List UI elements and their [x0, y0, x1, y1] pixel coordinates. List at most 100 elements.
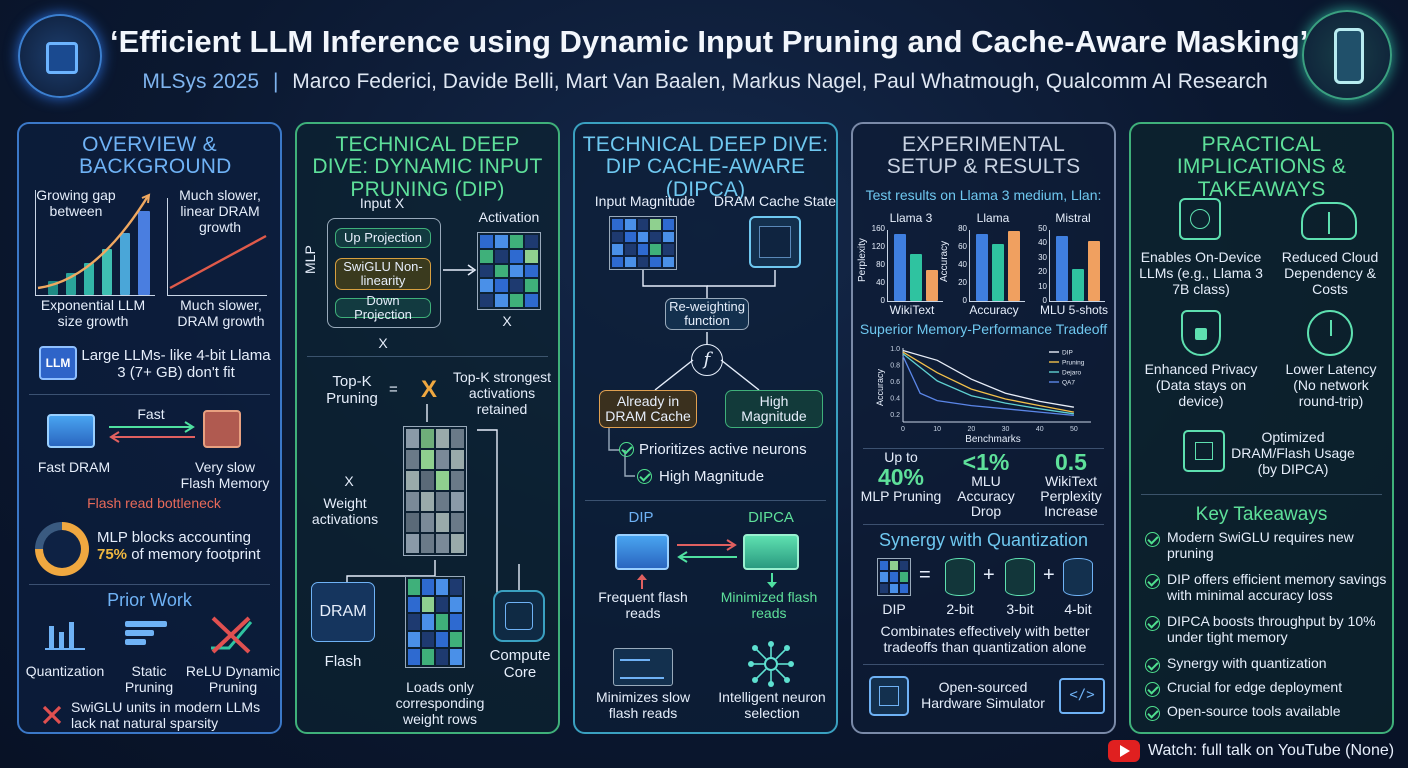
lock-shield-icon [1181, 310, 1221, 356]
dram-linear-chart [167, 198, 267, 296]
bar-chart-xlabel: Accuracy [969, 303, 1019, 317]
impl-item-2: Reduced Cloud Dependency & Costs [1281, 249, 1379, 297]
takeaway-item: Modern SwiGLU requires new pruning [1167, 529, 1354, 561]
cache-state-icon [749, 216, 801, 268]
topk-eq: = [389, 381, 398, 398]
bar-chart-tick: 40 [1038, 238, 1047, 248]
flash-label: Flash [324, 653, 362, 670]
bar-chart-tick: 10 [1038, 281, 1047, 291]
overview-heading: OVERVIEW & BACKGROUND [79, 133, 232, 179]
youtube-link[interactable]: Watch: full talk on YouTube (None) [1148, 742, 1395, 759]
bar-chart-axes [1049, 230, 1105, 302]
loads-label: Loads only corresponding weight rows [395, 679, 485, 727]
legend-label: DIP [1062, 350, 1073, 357]
2bit-cylinder-icon [945, 558, 975, 596]
tradeoff-title: Superior Memory-Performance Tradeoff [859, 321, 1108, 337]
function-icon: f [691, 344, 723, 376]
eq-op-3: + [1043, 564, 1055, 586]
prioritizes-label: Prioritizes active neurons [639, 441, 807, 458]
page-subtitle: MLSys 2025 | Marco Federici, Davide Bell… [110, 70, 1300, 94]
bar-chart-tick: 40 [958, 260, 967, 269]
quantization-icon [45, 620, 85, 650]
bar-chart-tick: 0 [880, 296, 885, 305]
eq-label-3bit: 3-bit [1006, 601, 1034, 617]
line-chart-ytick: 0.4 [890, 395, 900, 402]
dipca-check-lines [608, 428, 635, 477]
legend-label: Dejaro [1062, 370, 1082, 377]
implications-panel: PRACTICAL IMPLICATIONS & TAKEAWAYS Enabl… [1129, 122, 1394, 734]
dipca-flow-lines [642, 270, 776, 391]
prior-static: Static Pruning [124, 663, 174, 695]
line-chart-ytick: 0.6 [890, 379, 900, 386]
bar-mark [1056, 236, 1068, 301]
bar-chart-tick: 40 [876, 278, 885, 287]
venue: MLSys 2025 [142, 70, 260, 93]
bar-mark [910, 253, 922, 301]
mlp-text: MLP blocks accounting 75% of memory foot… [97, 529, 261, 564]
dipca-chip-icon [743, 534, 799, 570]
high-magnitude-box: High Magnitude [725, 390, 823, 428]
opensourced-label: Open-sourced Hardware Simulator [921, 679, 1045, 711]
line-xlabel: Benchmarks [965, 434, 1021, 445]
bar-mark [926, 269, 938, 301]
test-line: Test results on Llama 3 medium, Llan: [865, 187, 1102, 203]
bar-chart-tick: 30 [1038, 252, 1047, 262]
line-chart-xtick: 10 [933, 426, 941, 433]
line-series-dip [902, 349, 1075, 408]
dram-growth-label: Much slower, DRAM growth [177, 297, 265, 329]
bar-chart-tick: 0 [962, 296, 967, 305]
line-series-dejaro [902, 353, 1074, 415]
mlp-text-2: of memory footprint [131, 545, 261, 563]
line-chart-xtick: 30 [1002, 426, 1010, 433]
bar-mark [1072, 269, 1084, 301]
bar-chart-xlabel: WikiText [889, 303, 935, 317]
line-chart-ytick: 0.8 [890, 362, 900, 369]
bar-mark [894, 233, 906, 301]
check-icon [1145, 616, 1160, 631]
dram-box: DRAM [311, 582, 375, 642]
bar-chart-tick: 120 [871, 242, 885, 251]
line-chart-ytick: 0.2 [890, 412, 900, 419]
x-weight-label: X [344, 473, 354, 489]
check-icon [1145, 574, 1160, 589]
implications-heading: PRACTICAL IMPLICATIONS & TAKEAWAYS [1176, 133, 1347, 201]
swiglu-box: SwiGLU Non-linearity [335, 258, 431, 290]
input-x-label: Input X [359, 195, 405, 211]
already-cache-box: Already in DRAM Cache [599, 390, 697, 428]
intelligent-label: Intelligent neuron selection [718, 689, 826, 721]
prior-relu: ReLU Dynamic Pruning [185, 663, 281, 695]
check-icon [619, 442, 634, 457]
compute-core-label: Compute Core [489, 647, 551, 681]
dip-heading: TECHNICAL DEEP DIVE: DYNAMIC INPUT PRUNI… [312, 133, 543, 201]
line-series-pruning [902, 351, 1075, 413]
flash-reads-icon [613, 648, 673, 686]
x-mark-icon [42, 705, 62, 725]
line-chart-xtick: 0 [901, 426, 905, 433]
stat3: 0.5 WikiText Perplexity Increase [1029, 450, 1113, 518]
bar-chart-title: Llama 3 [889, 211, 933, 225]
impl-item-4: Lower Latency (No network round-trip) [1285, 361, 1377, 409]
x-right-label: X [502, 313, 512, 329]
bar-chart-axes [887, 230, 943, 302]
eq-op-1: = [919, 564, 931, 586]
topk-desc: Top-K strongest activations retained [452, 369, 552, 417]
dram-cache-state-label: DRAM Cache State [713, 193, 837, 209]
takeaways-heading: Key Takeaways [1195, 504, 1328, 525]
eq-label-4bit: 4-bit [1064, 601, 1092, 617]
compare-arrows-icon [677, 539, 737, 563]
takeaway-item: Crucial for edge deployment [1167, 679, 1343, 695]
weight-grid [403, 426, 467, 556]
eq-op-2: + [983, 564, 995, 586]
reweighting-box: Re-weighting function [665, 298, 749, 330]
swiglu-note: SwiGLU units in modern LLMs lack nat nat… [71, 699, 261, 731]
code-window-icon: </> [1059, 678, 1105, 714]
stat1-b: 40% [877, 463, 925, 490]
bar-chart-tick: 20 [958, 278, 967, 287]
bottleneck-label: Flash read bottleneck [87, 495, 221, 511]
bar-chart-title: Llama [976, 211, 1010, 225]
eq-label-dip: DIP [882, 601, 906, 617]
youtube-icon[interactable] [1108, 740, 1140, 762]
fast-label: Fast [137, 406, 165, 422]
bar-chart-tick: 0 [1042, 296, 1047, 305]
